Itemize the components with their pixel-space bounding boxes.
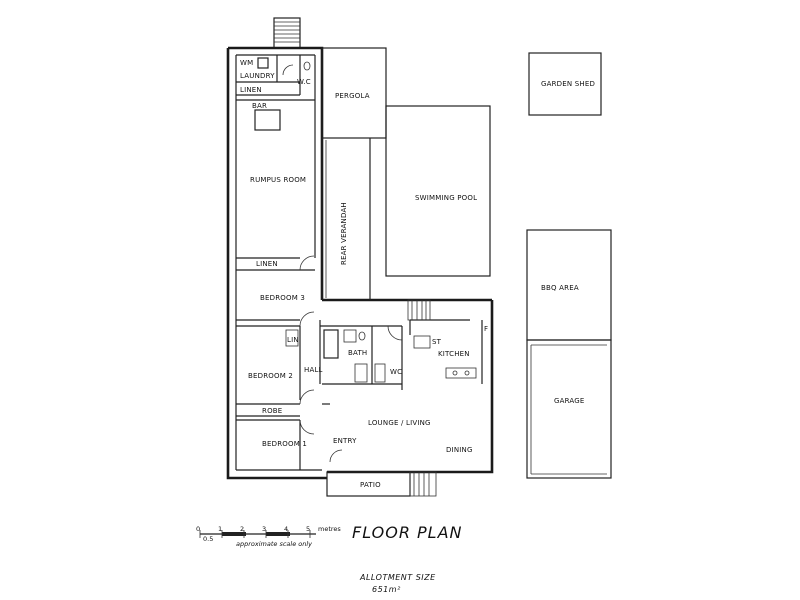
- bedroom-3-label: BEDROOM 3: [260, 294, 305, 302]
- scale-tick-0: 0: [196, 525, 200, 533]
- bathroom-fixtures: [285, 329, 386, 383]
- rear-verandah-label: REAR VERANDAH: [340, 202, 348, 265]
- swimming-pool-label: SWIMMING POOL: [415, 194, 477, 202]
- door-swings: [299, 255, 403, 463]
- rumpus-room-label: RUMPUS ROOM: [250, 176, 306, 184]
- wm-label: WM: [240, 59, 253, 67]
- garage-outline: [526, 339, 612, 479]
- kitchen-label: KITCHEN: [438, 350, 470, 358]
- allotment-size-value: 651m²: [372, 585, 401, 594]
- pergola-label: PERGOLA: [335, 92, 370, 100]
- robe-label: ROBE: [262, 407, 282, 415]
- linen-mid-label: LINEN: [256, 260, 278, 268]
- kitchen-fixtures: [413, 335, 477, 379]
- scale-tick-1: 1: [218, 525, 222, 533]
- laundry-label: LAUNDRY: [240, 72, 275, 80]
- outdoor-structures: [321, 47, 612, 479]
- dining-label: DINING: [446, 446, 473, 454]
- bbq-area-label: BBQ AREA: [541, 284, 579, 292]
- garden-shed-outline: [528, 52, 602, 116]
- scale-half-label: 0.5: [203, 535, 213, 543]
- lounge-living-label: LOUNGE / LIVING: [368, 419, 431, 427]
- scale-unit-label: metres: [318, 525, 341, 533]
- scale-tick-2: 2: [240, 525, 244, 533]
- rear-steps: [407, 299, 431, 321]
- patio: [326, 471, 437, 497]
- entry-label: ENTRY: [333, 437, 357, 445]
- garden-shed-label: GARDEN SHED: [541, 80, 595, 88]
- allotment-size-label: ALLOTMENT SIZE: [359, 573, 436, 582]
- hall-label: HALL: [304, 366, 323, 374]
- linen-top-label: LINEN: [240, 86, 262, 94]
- scale-note: approximate scale only: [236, 540, 312, 548]
- bedroom-1-label: BEDROOM 1: [262, 440, 307, 448]
- wc-label: W.C: [297, 78, 311, 86]
- bar-label: BAR: [252, 102, 267, 110]
- wc2-label: WC: [390, 368, 402, 376]
- bath-label: BATH: [348, 349, 367, 357]
- scale-tick-5: 5: [306, 525, 310, 533]
- floor-plan-title: FLOOR PLAN: [352, 523, 463, 542]
- garage-label: GARAGE: [554, 397, 585, 405]
- swimming-pool-outline: [385, 105, 491, 277]
- scale-tick-3: 3: [262, 525, 266, 533]
- patio-label: PATIO: [360, 481, 381, 489]
- top-stairs: [273, 17, 301, 49]
- f-label: F: [484, 325, 488, 333]
- st-label: ST: [432, 338, 442, 346]
- scale-bar: 0 1 2 3 4 5 0.5 metres approximate scale…: [196, 525, 341, 548]
- scale-tick-4: 4: [284, 525, 288, 533]
- lin-label: LIN: [287, 336, 299, 344]
- laundry-fixtures: [254, 55, 311, 131]
- bedroom-2-label: BEDROOM 2: [248, 372, 293, 380]
